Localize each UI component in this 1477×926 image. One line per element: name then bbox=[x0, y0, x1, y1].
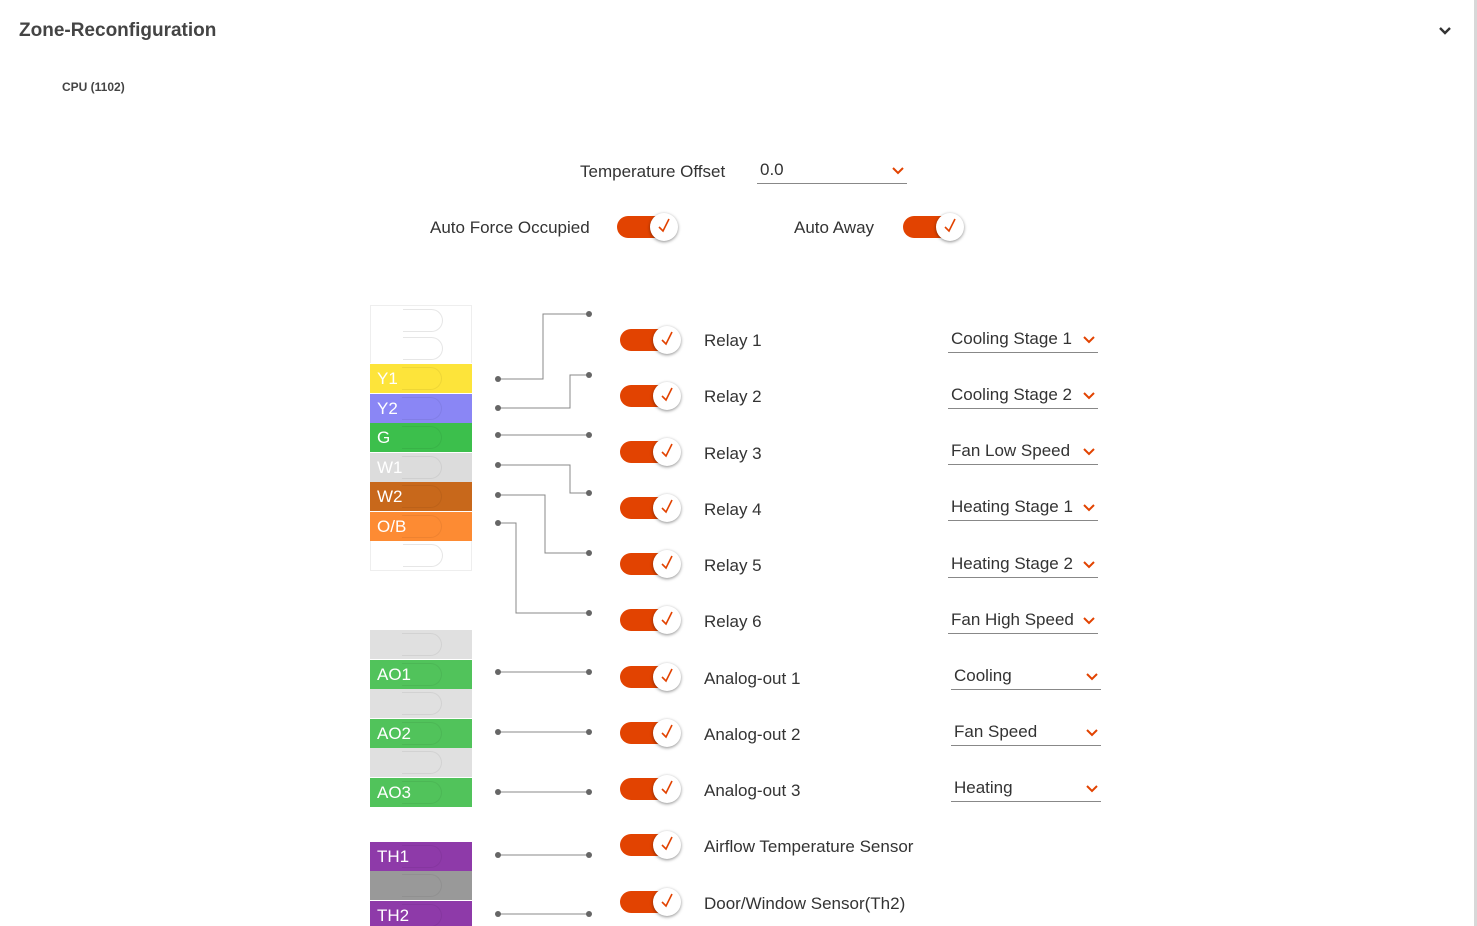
chevron-down-icon[interactable] bbox=[1436, 22, 1454, 40]
section-title: Zone-Reconfiguration bbox=[19, 20, 217, 41]
relay-1-mapping-select[interactable]: Cooling Stage 1 bbox=[948, 327, 1098, 353]
analog-out-1-mapping-select[interactable]: Cooling bbox=[951, 664, 1101, 690]
relay-5-toggle[interactable] bbox=[620, 550, 682, 578]
relay-5-mapping-select[interactable]: Heating Stage 2 bbox=[948, 552, 1098, 578]
check-icon bbox=[661, 555, 673, 570]
relay-3-toggle[interactable] bbox=[620, 438, 682, 466]
check-icon bbox=[661, 893, 673, 908]
wire-y1-relay1 bbox=[498, 313, 589, 380]
relay-1-toggle[interactable] bbox=[620, 326, 682, 354]
relay-4-mapping-select[interactable]: Heating Stage 1 bbox=[948, 495, 1098, 521]
chevron-down-icon bbox=[1086, 673, 1098, 681]
auto-force-occupied-toggle[interactable] bbox=[617, 213, 679, 241]
analog-terminal-empty bbox=[370, 630, 472, 659]
scrollbar[interactable] bbox=[1474, 0, 1477, 926]
relay-1-label: Relay 1 bbox=[704, 331, 762, 350]
relay-3-label: Relay 3 bbox=[704, 444, 762, 463]
check-icon bbox=[661, 724, 673, 739]
terminal-w1: W1 bbox=[370, 453, 472, 482]
relay-terminal-empty bbox=[370, 334, 472, 363]
terminal-ao2: AO2 bbox=[370, 719, 472, 748]
chevron-down-icon bbox=[1083, 392, 1095, 400]
door-window-sensor-label: Door/Window Sensor(Th2) bbox=[704, 894, 906, 913]
relay-2-mapping-select[interactable]: Cooling Stage 2 bbox=[948, 383, 1098, 409]
analog-terminal-empty bbox=[370, 748, 472, 777]
terminal-w2: W2 bbox=[370, 482, 472, 511]
auto-away-label: Auto Away bbox=[794, 218, 875, 237]
device-label: CPU (1102) bbox=[62, 80, 125, 94]
relay-3-mapping-select[interactable]: Fan Low Speed bbox=[948, 439, 1098, 465]
terminal-y2: Y2 bbox=[370, 394, 472, 423]
auto-force-occupied-label: Auto Force Occupied bbox=[430, 218, 590, 237]
analog-out-1-toggle[interactable] bbox=[620, 663, 682, 691]
terminal-ob: O/B bbox=[370, 512, 472, 541]
analog-out-1-label: Analog-out 1 bbox=[704, 669, 801, 688]
wire-w1-relay4 bbox=[498, 464, 589, 494]
analog-terminal-empty bbox=[370, 689, 472, 718]
thermistor-terminal-empty bbox=[370, 871, 472, 900]
check-icon bbox=[661, 668, 673, 683]
temperature-offset-label: Temperature Offset bbox=[580, 162, 726, 181]
chevron-down-icon bbox=[1083, 336, 1095, 344]
relay-4-toggle[interactable] bbox=[620, 494, 682, 522]
chevron-down-icon bbox=[1083, 504, 1095, 512]
terminal-y1: Y1 bbox=[370, 364, 472, 393]
analog-out-3-label: Analog-out 3 bbox=[704, 781, 801, 800]
relay-6-mapping-select[interactable]: Fan High Speed bbox=[948, 608, 1098, 634]
airflow-sensor-toggle[interactable] bbox=[620, 831, 682, 859]
check-icon bbox=[661, 836, 673, 851]
check-icon bbox=[658, 218, 670, 233]
check-icon bbox=[661, 611, 673, 626]
terminal-th2: TH2 bbox=[370, 901, 472, 926]
terminal-th1: TH1 bbox=[370, 842, 472, 871]
analog-out-2-mapping-select[interactable]: Fan Speed bbox=[951, 720, 1101, 746]
check-icon bbox=[661, 443, 673, 458]
check-icon bbox=[661, 387, 673, 402]
terminal-ao3: AO3 bbox=[370, 778, 472, 807]
relay-2-label: Relay 2 bbox=[704, 387, 762, 406]
analog-out-3-mapping-select[interactable]: Heating bbox=[951, 776, 1101, 802]
door-window-sensor-toggle[interactable] bbox=[620, 888, 682, 916]
chevron-down-icon bbox=[892, 167, 904, 175]
check-icon bbox=[661, 499, 673, 514]
analog-out-2-toggle[interactable] bbox=[620, 719, 682, 747]
relay-terminal-empty bbox=[370, 541, 472, 571]
relay-6-toggle[interactable] bbox=[620, 606, 682, 634]
wire-y2-relay2 bbox=[498, 374, 589, 409]
analog-out-2-label: Analog-out 2 bbox=[704, 725, 801, 744]
chevron-down-icon bbox=[1083, 617, 1095, 625]
terminal-g: G bbox=[370, 423, 472, 452]
terminal-ao1: AO1 bbox=[370, 660, 472, 689]
relay-2-toggle[interactable] bbox=[620, 382, 682, 410]
wire-w2-relay5 bbox=[498, 494, 589, 554]
relay-terminal-empty bbox=[370, 305, 472, 334]
chevron-down-icon bbox=[1086, 785, 1098, 793]
chevron-down-icon bbox=[1086, 729, 1098, 737]
airflow-sensor-label: Airflow Temperature Sensor bbox=[704, 837, 914, 856]
relay-4-label: Relay 4 bbox=[704, 500, 762, 519]
check-icon bbox=[661, 331, 673, 346]
chevron-down-icon bbox=[1083, 561, 1095, 569]
auto-away-toggle[interactable] bbox=[903, 213, 965, 241]
wire-ob-relay6 bbox=[498, 522, 589, 614]
analog-out-3-toggle[interactable] bbox=[620, 775, 682, 803]
relay-5-label: Relay 5 bbox=[704, 556, 762, 575]
check-icon bbox=[661, 780, 673, 795]
temperature-offset-select[interactable]: 0.0 bbox=[757, 158, 907, 184]
relay-6-label: Relay 6 bbox=[704, 612, 762, 631]
chevron-down-icon bbox=[1083, 448, 1095, 456]
check-icon bbox=[944, 218, 956, 233]
